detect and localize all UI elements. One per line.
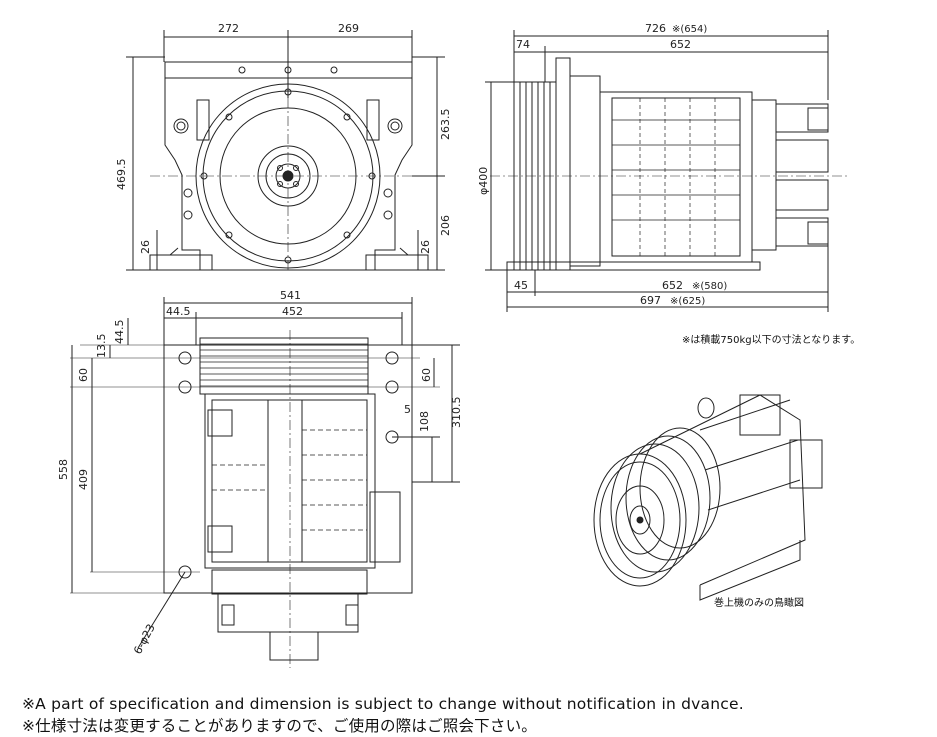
dim-front-26-left: 26 — [139, 240, 152, 254]
dim-top-left-13-5: 13.5 — [95, 334, 108, 359]
dim-front-26-right: 26 — [419, 240, 432, 254]
dim-front-469-5: 469.5 — [115, 159, 128, 191]
dim-top-left-558: 558 — [57, 459, 70, 480]
dim-side-652-bottom: 652 — [662, 279, 683, 292]
dim-side-726: 726 — [645, 22, 666, 35]
dim-top-right-60: 60 — [420, 368, 433, 382]
dim-top-holes: 6-φ23 — [131, 622, 158, 657]
dim-front-272: 272 — [218, 22, 239, 35]
dim-side-phi400: φ400 — [477, 167, 490, 195]
dim-top-left-44-5: 44.5 — [113, 320, 126, 345]
dim-side-74: 74 — [516, 38, 530, 51]
front-view — [126, 30, 445, 272]
capacity-note: ※は積載750kg以下の寸法となります。 — [682, 335, 861, 346]
side-view — [485, 30, 850, 312]
dim-front-263-5: 263.5 — [439, 109, 452, 141]
dim-side-697-note: ※(625) — [670, 296, 705, 307]
dim-front-269: 269 — [338, 22, 359, 35]
footer-note-jp: ※仕様寸法は変更することがありますので、ご使用の際はご照会下さい。 — [22, 717, 537, 735]
footer-note-en: ※A part of specification and dimension i… — [22, 695, 744, 713]
dim-top-541: 541 — [280, 289, 301, 302]
dim-side-45: 45 — [514, 279, 528, 292]
dim-front-206: 206 — [439, 215, 452, 236]
dim-side-652-top: 652 — [670, 38, 691, 51]
isometric-view — [593, 394, 823, 601]
dim-side-697: 697 — [640, 294, 661, 307]
iso-caption: 巻上機のみの鳥瞰図 — [714, 598, 804, 609]
dim-top-right-108: 108 — [418, 411, 431, 432]
dim-top-left-60: 60 — [77, 368, 90, 382]
dim-side-726-note: ※(654) — [672, 24, 707, 35]
top-view — [70, 297, 460, 668]
dim-side-652-bottom-note: ※(580) — [692, 281, 727, 292]
dim-top-left-409: 409 — [77, 469, 90, 490]
dim-top-44-5: 44.5 — [166, 305, 191, 318]
dim-top-right-5: 5 — [404, 403, 411, 416]
dim-top-right-310-5: 310.5 — [450, 397, 463, 429]
dim-top-452: 452 — [282, 305, 303, 318]
